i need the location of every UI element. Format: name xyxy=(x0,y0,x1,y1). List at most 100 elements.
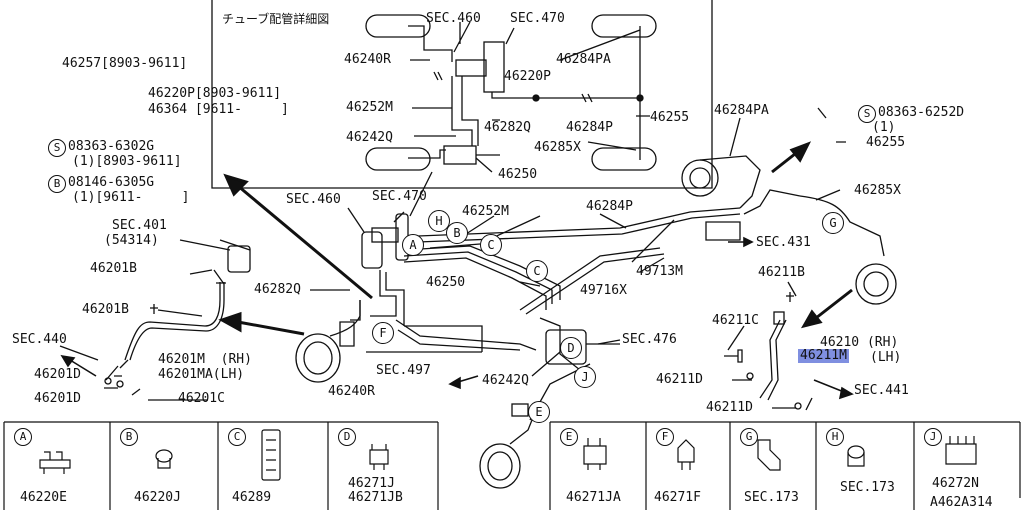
label-49713m: 49713M xyxy=(636,264,683,279)
legend-letter-b: B xyxy=(120,428,138,446)
s-code-badge-right: S xyxy=(858,105,876,123)
legend-part-f: 46271F xyxy=(654,490,701,505)
legend-cell-b: B 46220J xyxy=(110,422,218,510)
front-right-disc xyxy=(681,159,719,197)
inset-wheel-fl xyxy=(365,14,431,38)
callout-f: F xyxy=(372,322,394,344)
s-code-badge: S xyxy=(48,139,66,157)
legend-cell-f: F 46271F xyxy=(646,422,730,510)
inset-wheel-fr xyxy=(591,14,657,38)
label-46201b-upper: 46201B xyxy=(90,261,137,276)
label-46201b-lower: 46201B xyxy=(82,302,129,317)
label-sec441: SEC.441 xyxy=(854,383,909,398)
label-46211c: 46211C xyxy=(712,313,759,328)
label-46211d-upper: 46211D xyxy=(656,372,703,387)
inset-label-sec460: SEC.460 xyxy=(426,11,481,26)
label-sec497: SEC.497 xyxy=(376,363,431,378)
label-46284pa: 46284PA xyxy=(714,103,769,118)
legend-cell-h: H SEC.173 xyxy=(816,422,914,510)
legend-letter-g: G xyxy=(740,428,758,446)
legend-letter-e: E xyxy=(560,428,578,446)
b-code-badge: B xyxy=(48,175,66,193)
label-46211m-highlighted[interactable]: 46211M xyxy=(798,348,849,363)
legend-frame-left xyxy=(3,421,439,510)
legend-letter-a: A xyxy=(14,428,32,446)
inset-label-46252m: 46252M xyxy=(346,100,393,115)
rear-right-drum xyxy=(855,263,897,305)
legend-part-d2: 46271JB xyxy=(348,490,403,505)
label-sec440: SEC.440 xyxy=(12,332,67,347)
inset-label-46284pa: 46284PA xyxy=(556,52,611,67)
callout-e: E xyxy=(528,401,550,423)
inset-label-46250: 46250 xyxy=(498,167,538,182)
label-46210: 46210 (RH) xyxy=(820,335,899,350)
label-54314: (54314) xyxy=(104,233,159,248)
callout-b: B xyxy=(446,222,468,244)
legend-cell-g: G SEC.173 xyxy=(730,422,816,510)
legend-cell-c: C 46289 xyxy=(218,422,328,510)
label-sec431: SEC.431 xyxy=(756,235,811,250)
inset-frame xyxy=(211,0,713,189)
callout-a: A xyxy=(402,234,424,256)
label-sec460: SEC.460 xyxy=(286,192,341,207)
legend-frame-right xyxy=(549,421,1021,510)
inset-label-46255: 46255 xyxy=(650,110,690,125)
inset-label-46282q: 46282Q xyxy=(484,120,531,135)
callout-h: H xyxy=(428,210,450,232)
rear-tube-left xyxy=(395,319,537,351)
legend-cell-d: D 46271J 46271JB xyxy=(328,422,438,510)
label-46201c: 46201C xyxy=(178,391,225,406)
rh-front-hose xyxy=(124,282,221,361)
callout-d: D xyxy=(560,337,582,359)
inset-label-46240r: 46240R xyxy=(344,52,391,67)
inset-label-46285x: 46285X xyxy=(534,140,581,155)
legend-letter-c: C xyxy=(228,428,246,446)
legend-part-h: SEC.173 xyxy=(840,480,895,495)
label-46257: 46257[8903-9611] xyxy=(62,56,188,71)
legend-part-g: SEC.173 xyxy=(744,490,799,505)
label-46201d-lower: 46201D xyxy=(34,391,81,406)
legend-cell-e: E 46271JA xyxy=(550,422,646,510)
label-sec470: SEC.470 xyxy=(372,189,427,204)
rh-rear-hose xyxy=(759,319,781,399)
label-46255: 46255 xyxy=(866,135,906,150)
legend-letter-j: J xyxy=(924,428,942,446)
label-46285x: 46285X xyxy=(854,183,901,198)
legend-letter-d: D xyxy=(338,428,356,446)
label-46284p: 46284P xyxy=(586,199,633,214)
inset-wheel-rr xyxy=(591,147,657,171)
legend-part-b: 46220J xyxy=(134,490,181,505)
label-46201m: 46201M (RH) xyxy=(158,352,252,367)
label-46211m-side: (LH) xyxy=(870,350,902,365)
label-49716x: 49716X xyxy=(580,283,627,298)
legend-letter-h: H xyxy=(826,428,844,446)
label-46364: 46364 [9611- ] xyxy=(148,102,289,117)
inset-title: チューブ配管詳細図 xyxy=(222,12,330,26)
label-qty-right: (1) xyxy=(872,120,896,135)
callout-g: G xyxy=(822,212,844,234)
label-08146-6305g: 08146-6305G xyxy=(68,175,155,190)
tube-bundle-upper xyxy=(417,207,741,237)
inset-master-cylinder xyxy=(483,41,505,93)
label-46282q: 46282Q xyxy=(254,282,301,297)
front-left-disc xyxy=(295,333,341,383)
legend-letter-f: F xyxy=(656,428,674,446)
label-sec476: SEC.476 xyxy=(622,332,677,347)
label-sec401: SEC.401 xyxy=(112,218,167,233)
inset-label-46242q: 46242Q xyxy=(346,130,393,145)
label-08363-6252d: 08363-6252D xyxy=(878,105,965,120)
label-qty-9611: (1)[9611- ] xyxy=(72,190,190,205)
label-46242q: 46242Q xyxy=(482,373,529,388)
label-46240r: 46240R xyxy=(328,384,375,399)
label-46250: 46250 xyxy=(426,275,466,290)
callout-c-lower: C xyxy=(526,260,548,282)
label-46201ma: 46201MA(LH) xyxy=(158,367,245,382)
legend-part-c: 46289 xyxy=(232,490,272,505)
legend-part-j: 46272N xyxy=(932,476,979,491)
legend-part-e: 46271JA xyxy=(566,490,621,505)
label-46201d-upper: 46201D xyxy=(34,367,81,382)
label-qty-8903: (1)[8903-9611] xyxy=(72,154,182,169)
legend-cell-j: J 46272N xyxy=(914,422,1020,510)
legend-part-a: 46220E xyxy=(20,490,67,505)
